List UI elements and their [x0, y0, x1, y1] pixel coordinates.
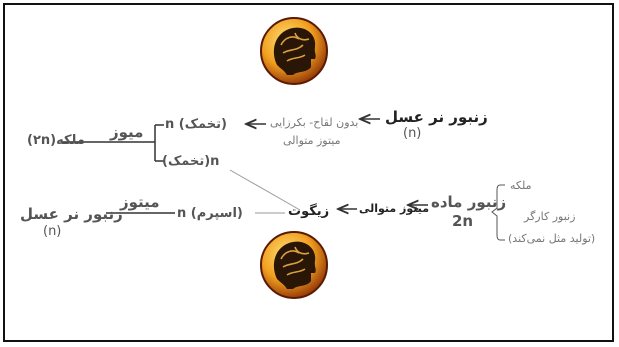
meiosis-label: میوز	[110, 123, 144, 141]
female-bee-label: زنبور ماده	[431, 193, 507, 211]
male-bee-left-ploidy: (n)	[43, 224, 62, 239]
female-bee-bracket	[491, 184, 505, 241]
successive-mitosis-label: میتوز متوالی	[359, 202, 430, 215]
mitosis-label: میتوز	[120, 193, 160, 211]
male-bee-left-label: زنبور نر عسل	[20, 205, 123, 223]
male-bee-top-label: زنبور نر عسل	[385, 108, 488, 126]
parthenogenesis-label: بدون لقاح- بکرزایی	[270, 116, 359, 129]
brain-head-logo-top	[260, 17, 328, 85]
egg-to-zygote-line	[229, 169, 301, 211]
zygote-label: زیگوت	[288, 204, 330, 219]
egg-top-label: (تخمک) n	[165, 117, 227, 132]
queen-label: ملکه(۲n)	[27, 133, 85, 148]
sperm-label: (اسپرم) n	[177, 206, 243, 221]
male-bee-top-ploidy: (n)	[403, 126, 422, 141]
female-bee-ploidy: 2n	[452, 212, 474, 230]
egg-bottom-label: n(تخمک)	[162, 154, 220, 169]
worker-label: زنبور کارگر	[524, 210, 576, 223]
queen-outcome-label: ملکه	[510, 179, 532, 192]
worker-note: (تولید مثل نمی‌کند)	[508, 232, 596, 245]
successive-mitosis-top-label: میتوز متوالی	[283, 134, 341, 147]
brain-head-logo-bottom	[260, 231, 328, 299]
